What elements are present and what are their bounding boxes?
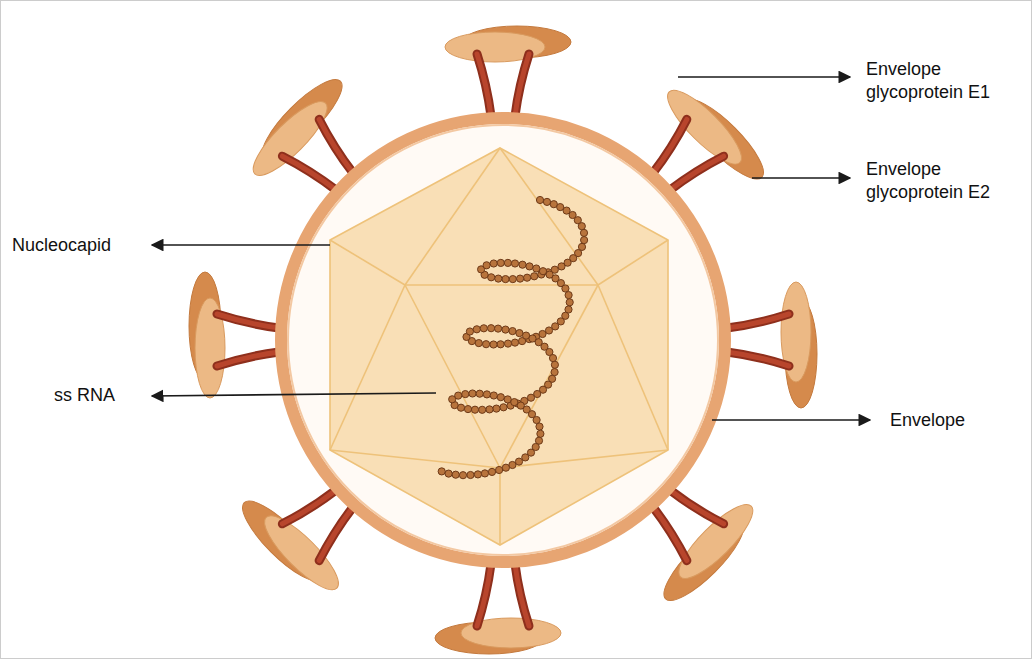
rna-bead: [537, 430, 544, 437]
rna-bead: [565, 292, 572, 299]
rna-bead: [543, 198, 550, 205]
rna-bead: [483, 262, 490, 269]
rna-bead: [551, 361, 558, 368]
rna-bead: [536, 423, 543, 430]
rna-bead: [517, 275, 524, 282]
part-label: Nucleocapid: [12, 234, 142, 257]
rna-bead: [578, 223, 585, 230]
rna-bead: [516, 330, 523, 337]
rna-bead: [502, 276, 509, 283]
rna-bead: [536, 196, 543, 203]
rna-bead: [467, 471, 474, 478]
rna-bead: [479, 406, 486, 413]
rna-bead: [486, 406, 493, 413]
part-label: Envelope: [890, 409, 1020, 432]
rna-bead: [566, 299, 573, 306]
rna-bead: [509, 276, 516, 283]
rna-bead: [459, 472, 466, 479]
rna-bead: [500, 404, 507, 411]
rna-bead: [497, 394, 504, 401]
rna-bead: [524, 274, 531, 281]
rna-bead: [490, 260, 497, 267]
rna-bead: [495, 275, 502, 282]
rna-bead: [533, 265, 540, 272]
rna-bead: [490, 341, 497, 348]
rna-bead: [488, 325, 495, 332]
rna-bead: [488, 468, 495, 475]
rna-bead: [466, 328, 473, 335]
rna-bead: [515, 458, 522, 465]
rna-bead: [562, 285, 569, 292]
rna-bead: [509, 328, 516, 335]
rna-bead: [504, 340, 511, 347]
rna-bead: [511, 260, 518, 267]
rna-bead: [476, 390, 483, 397]
rna-bead: [452, 471, 459, 478]
rna-bead: [473, 326, 480, 333]
rna-bead: [497, 341, 504, 348]
rna-bead: [464, 406, 471, 413]
rna-bead: [497, 259, 504, 266]
rna-bead: [480, 325, 487, 332]
rna-bead: [474, 471, 481, 478]
rna-bead: [539, 268, 546, 275]
rna-bead: [445, 470, 452, 477]
rna-bead: [522, 454, 529, 461]
rna-bead: [471, 406, 478, 413]
rna-bead: [504, 259, 511, 266]
rna-bead: [502, 464, 509, 471]
rna-bead: [493, 405, 500, 412]
rna-bead: [551, 369, 558, 376]
rna-bead: [502, 326, 509, 333]
rna-bead: [495, 325, 502, 332]
rna-bead: [483, 391, 490, 398]
rna-bead: [581, 237, 588, 244]
rna-bead: [475, 340, 482, 347]
rna-bead: [496, 466, 503, 473]
rna-bead: [527, 394, 534, 401]
part-label: ss RNA: [54, 384, 144, 407]
rna-strand: [438, 196, 588, 478]
rna-bead: [481, 470, 488, 477]
rna-bead: [511, 339, 518, 346]
rna-bead: [580, 229, 587, 236]
rna-bead: [490, 392, 497, 399]
rna-bead: [455, 392, 462, 399]
part-label: Envelope glycoprotein E2: [866, 158, 1016, 203]
rna-bead: [558, 263, 565, 270]
rna-bead: [531, 273, 538, 280]
rna-bead: [438, 468, 445, 475]
part-label: Envelope glycoprotein E1: [866, 58, 1016, 103]
rna-bead: [549, 355, 556, 362]
rna-bead: [483, 341, 490, 348]
rna-bead: [469, 390, 476, 397]
rna-bead: [462, 391, 469, 398]
rna-bead: [526, 263, 533, 270]
rna-bead: [519, 261, 526, 268]
